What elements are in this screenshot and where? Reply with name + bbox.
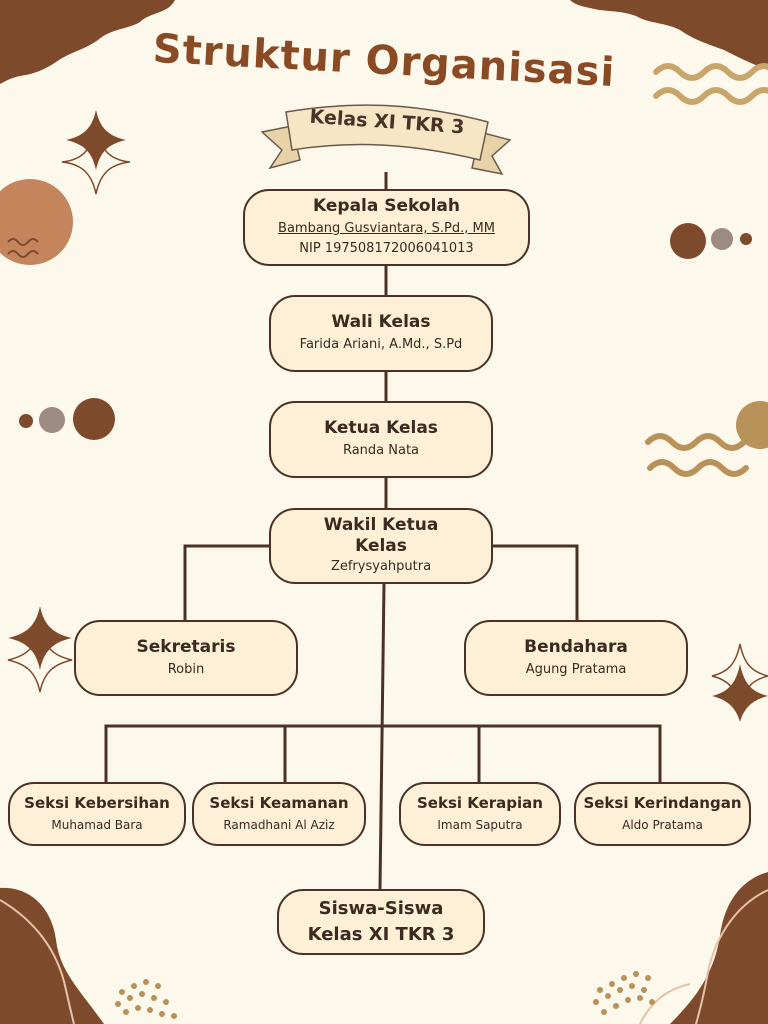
star-top-left-outline [61, 125, 131, 195]
role-bendahara: Bendahara [524, 636, 628, 657]
box-seksi-keamanan: Seksi Keamanan Ramadhani Al Aziz [192, 782, 366, 846]
dot-right-small [740, 233, 752, 245]
role-wali-kelas: Wali Kelas [331, 312, 431, 332]
torn-paper-top-left [0, 0, 175, 84]
name-bendahara: Agung Pratama [525, 661, 627, 677]
name-kepala-sekolah: Bambang Gusviantara, S.Pd., MM [278, 221, 495, 236]
arc-bottom-right [695, 889, 768, 1024]
role-seksi-kerapian: Seksi Kerapian [417, 793, 543, 812]
star-mid-right-solid [712, 664, 768, 722]
squiggle-on-circle [7, 238, 39, 258]
name-seksi-kebersihan: Muhamad Bara [51, 817, 143, 832]
blob-bottom-right [670, 872, 768, 1024]
dot-left-mid [39, 407, 65, 433]
squiggle-right-2 [647, 459, 749, 477]
gold-circle-right [736, 401, 768, 449]
role-seksi-kerindangan: Seksi Kerindangan [583, 793, 742, 812]
blob-bottom-left [0, 887, 104, 1024]
box-bendahara: Bendahara Agung Pratama [464, 620, 688, 696]
dot-pattern-bottom-right [593, 971, 655, 1015]
connector-lines [104, 172, 662, 890]
role-seksi-keamanan: Seksi Keamanan [209, 793, 349, 812]
dot-right-large [670, 223, 706, 259]
torn-paper-top-right [570, 0, 768, 70]
squiggle-top-right-2 [653, 87, 768, 105]
box-wakil-ketua-kelas: Wakil Ketua Kelas Zefrysyahputra [269, 508, 493, 584]
role-siswa-siswa: Siswa-Siswa Kelas XI TKR 3 [307, 898, 455, 945]
name-wali-kelas: Farida Ariani, A.Md., S.Pd [299, 337, 463, 352]
box-ketua-kelas: Ketua Kelas Randa Nata [269, 401, 493, 478]
squiggle-right-1 [645, 433, 747, 451]
box-seksi-kebersihan: Seksi Kebersihan Muhamad Bara [8, 782, 186, 846]
box-siswa-siswa: Siswa-Siswa Kelas XI TKR 3 [277, 889, 485, 955]
dot-left-small [19, 414, 33, 428]
ribbon-banner [260, 104, 512, 176]
name-seksi-kerapian: Imam Saputra [437, 817, 523, 832]
role-kepala-sekolah: Kepala Sekolah [313, 196, 460, 216]
dot-pattern-bottom-left [115, 979, 177, 1019]
role-ketua-kelas: Ketua Kelas [324, 418, 438, 438]
star-mid-left-outline [7, 625, 73, 693]
squiggle-top-right-1 [653, 63, 768, 81]
role-seksi-kebersihan: Seksi Kebersihan [24, 793, 170, 812]
arc-bottom-left [0, 899, 75, 1024]
box-kepala-sekolah: Kepala Sekolah Bambang Gusviantara, S.Pd… [243, 189, 530, 266]
name-wakil-ketua-kelas: Zefrysyahputra [330, 559, 432, 574]
star-top-left-solid [66, 110, 126, 170]
nip-kepala-sekolah: NIP 197508172006041013 [299, 241, 474, 256]
role-sekretaris: Sekretaris [136, 636, 236, 657]
arc-bottom-right-2 [639, 983, 691, 1024]
box-seksi-kerapian: Seksi Kerapian Imam Saputra [399, 782, 561, 846]
box-wali-kelas: Wali Kelas Farida Ariani, A.Md., S.Pd [269, 295, 493, 372]
box-seksi-kerindangan: Seksi Kerindangan Aldo Pratama [574, 782, 751, 846]
dot-right-mid [711, 228, 733, 250]
star-mid-left-solid [8, 606, 72, 670]
name-ketua-kelas: Randa Nata [342, 443, 420, 458]
name-seksi-kerindangan: Aldo Pratama [622, 817, 703, 832]
name-sekretaris: Robin [167, 661, 205, 677]
name-seksi-keamanan: Ramadhani Al Aziz [223, 817, 335, 832]
role-wakil-ketua-kelas: Wakil Ketua Kelas [323, 515, 439, 556]
box-sekretaris: Sekretaris Robin [74, 620, 298, 696]
dot-left-large [73, 398, 115, 440]
